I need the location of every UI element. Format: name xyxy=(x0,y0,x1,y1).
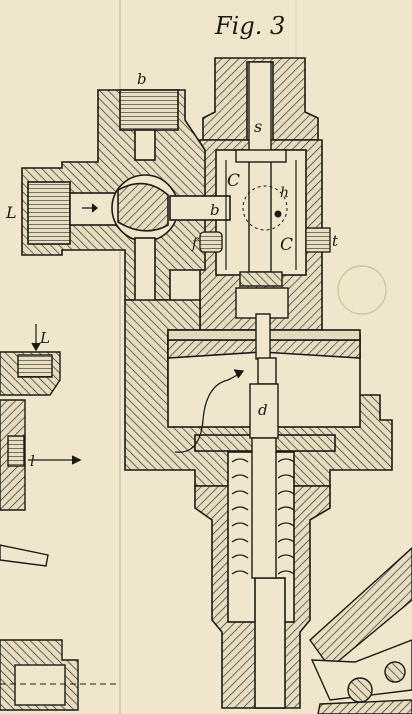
valve-body xyxy=(21,57,393,709)
label-l-left-figure: l xyxy=(30,452,35,470)
pushrod xyxy=(249,313,279,579)
label-L-left-figure: L xyxy=(39,329,50,347)
plug-t xyxy=(305,227,331,253)
label-L-inlet: L xyxy=(5,203,17,222)
label-s: s xyxy=(254,117,262,136)
label-C-right: C xyxy=(280,235,293,255)
coil-spring xyxy=(231,458,295,575)
label-h: h xyxy=(280,185,289,201)
label-t: t xyxy=(332,232,339,250)
label-b-top: b xyxy=(137,70,147,88)
label-d: d xyxy=(258,401,268,419)
label-f: f xyxy=(191,236,200,252)
plug-f xyxy=(199,231,223,253)
label-b-mid: b xyxy=(210,201,220,219)
right-partial-figure xyxy=(309,547,412,714)
figure-title: Fig. 3 xyxy=(214,12,285,40)
left-partial-figure xyxy=(0,324,120,711)
pin-h xyxy=(274,210,282,218)
faint-stamp xyxy=(337,265,387,315)
label-C-left: C xyxy=(227,171,240,191)
spindle xyxy=(225,61,297,319)
dashed-circle-h xyxy=(242,185,288,231)
flow-arrows xyxy=(82,203,245,453)
